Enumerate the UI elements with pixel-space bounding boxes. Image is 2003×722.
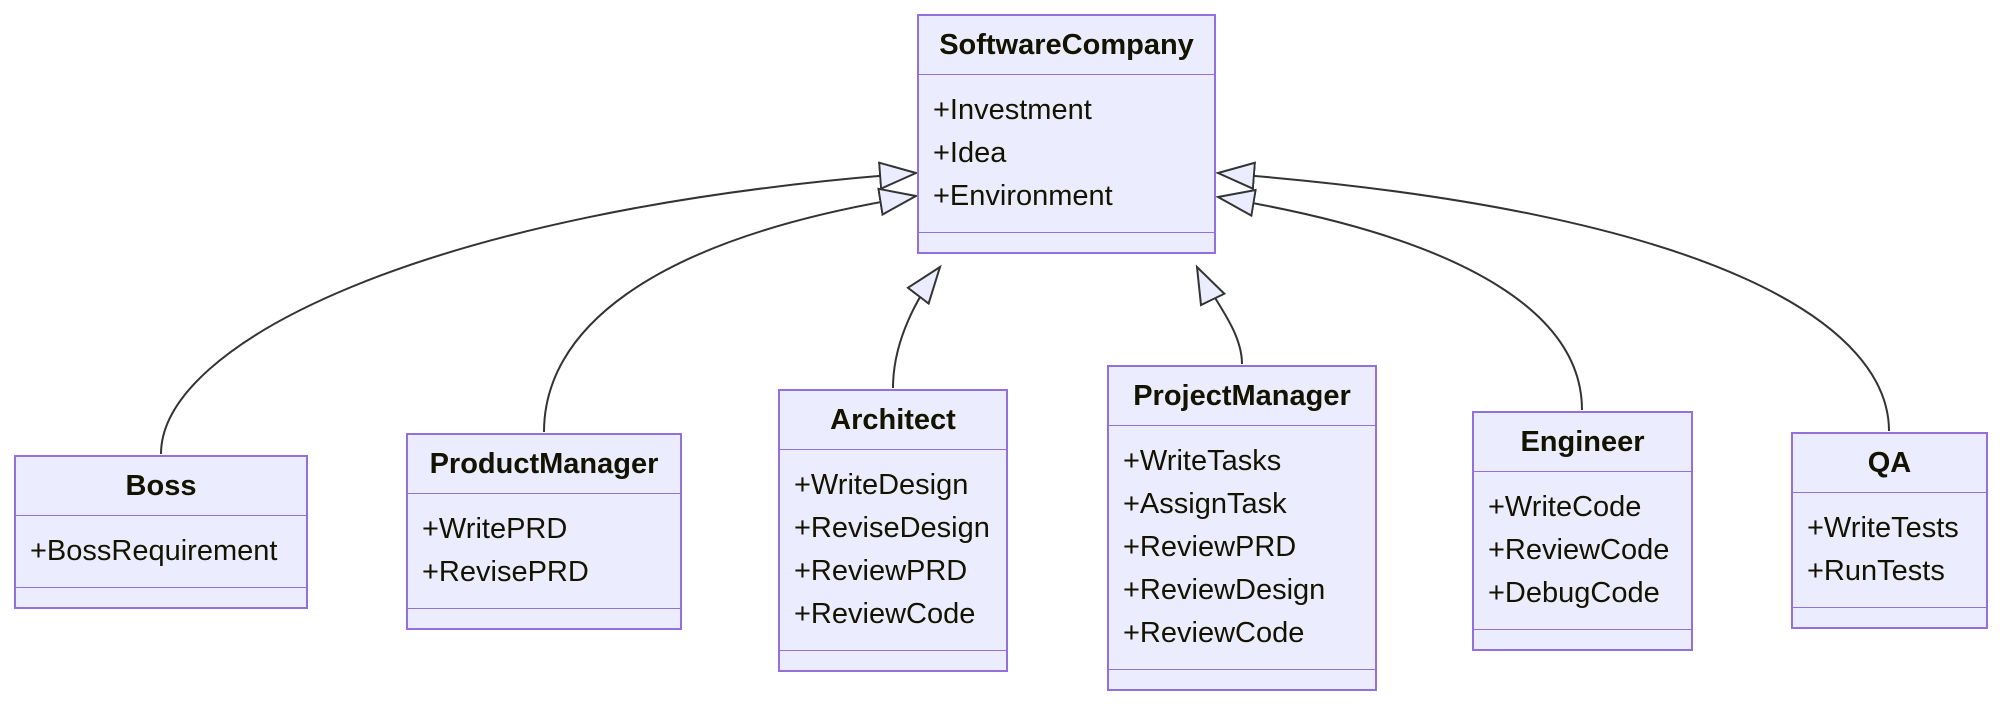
edge-boss-to-softwarecompany (160, 161, 919, 455)
class-box-projectmanager: ProjectManager +WriteTasks +AssignTask +… (1107, 365, 1377, 691)
class-member: +ReviewCode (1123, 617, 1305, 649)
class-member: +Environment (933, 180, 1113, 212)
class-member: +WriteTests (1807, 512, 1959, 544)
class-members: +BossRequirement (16, 516, 306, 588)
edge-architect-to-softwarecompany (892, 264, 942, 389)
class-box-engineer: Engineer +WriteCode +ReviewCode +DebugCo… (1472, 411, 1693, 651)
edge-qa-to-softwarecompany (1215, 161, 1890, 432)
class-member: +ReviewPRD (1123, 531, 1297, 563)
class-member: +BossRequirement (30, 535, 278, 567)
class-member: +Idea (933, 137, 1007, 169)
class-methods-empty (780, 651, 1006, 670)
class-methods-empty (1793, 608, 1986, 627)
edge-engineer-to-softwarecompany (1215, 188, 1583, 411)
class-title: Engineer (1474, 413, 1691, 472)
class-member: +WriteTasks (1123, 445, 1282, 477)
class-members: +WritePRD +RevisePRD (408, 494, 680, 609)
class-members: +WriteTests +RunTests (1793, 493, 1986, 608)
class-members: +Investment +Idea +Environment (919, 75, 1214, 233)
class-member: +ReviseDesign (794, 512, 990, 544)
class-methods-empty (16, 588, 306, 607)
class-box-softwarecompany: SoftwareCompany +Investment +Idea +Envir… (917, 14, 1216, 254)
class-title: ProductManager (408, 435, 680, 494)
class-member: +AssignTask (1123, 488, 1287, 520)
class-member: +DebugCode (1488, 577, 1660, 609)
class-member: +ReviewDesign (1123, 574, 1326, 606)
class-title: Architect (780, 391, 1006, 450)
class-member: +WritePRD (422, 513, 568, 545)
class-box-boss: Boss +BossRequirement (14, 455, 308, 609)
class-member: +Investment (933, 94, 1092, 126)
class-title: Boss (16, 457, 306, 516)
class-title: ProjectManager (1109, 367, 1375, 426)
class-title: QA (1793, 434, 1986, 493)
class-member: +ReviewCode (1488, 534, 1670, 566)
class-box-qa: QA +WriteTests +RunTests (1791, 432, 1988, 629)
class-member: +ReviewPRD (794, 555, 968, 587)
class-methods-empty (1474, 630, 1691, 649)
class-member: +WriteCode (1488, 491, 1642, 523)
class-members: +WriteTasks +AssignTask +ReviewPRD +Revi… (1109, 426, 1375, 670)
class-methods-empty (919, 233, 1214, 252)
class-members: +WriteDesign +ReviseDesign +ReviewPRD +R… (780, 450, 1006, 651)
class-member: +WriteDesign (794, 469, 969, 501)
class-box-architect: Architect +WriteDesign +ReviseDesign +Re… (778, 389, 1008, 672)
class-title: SoftwareCompany (919, 16, 1214, 75)
class-member: +RunTests (1807, 555, 1945, 587)
class-methods-empty (1109, 670, 1375, 689)
class-member: +ReviewCode (794, 598, 976, 630)
class-member: +RevisePRD (422, 556, 589, 588)
edge-productmanager-to-softwarecompany (543, 187, 919, 433)
class-members: +WriteCode +ReviewCode +DebugCode (1474, 472, 1691, 630)
class-methods-empty (408, 609, 680, 628)
edge-projectmanager-to-softwarecompany (1195, 264, 1243, 365)
class-box-productmanager: ProductManager +WritePRD +RevisePRD (406, 433, 682, 630)
